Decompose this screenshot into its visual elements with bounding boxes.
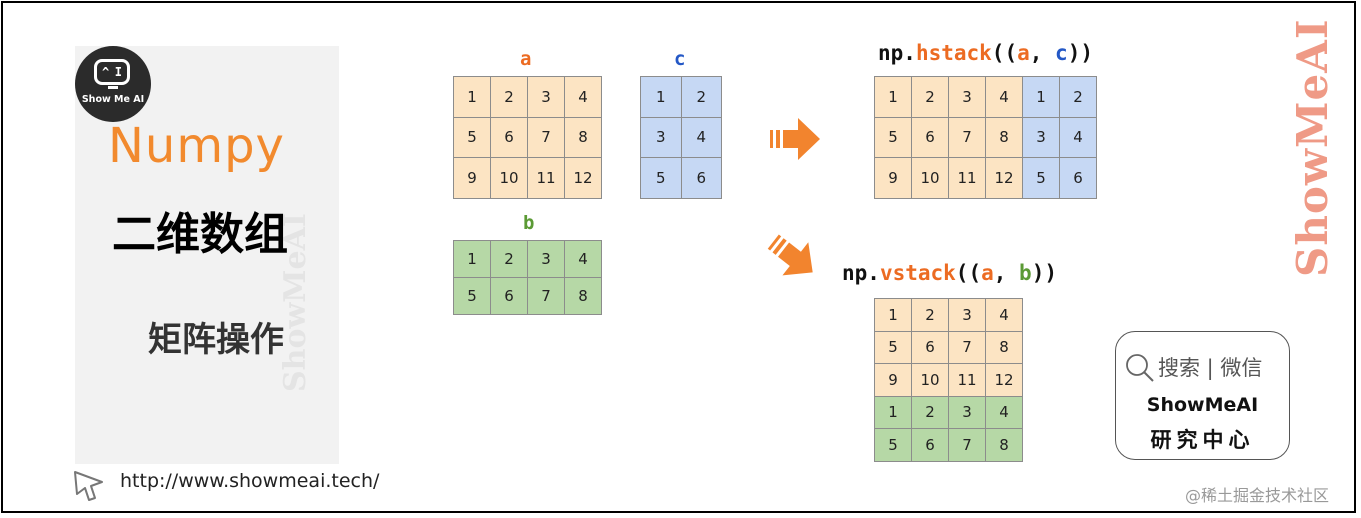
wechat-search-card[interactable]: 搜索 | 微信 ShowMeAI 研究中心 xyxy=(1115,331,1290,460)
right-arrow-icon xyxy=(770,118,820,160)
research-center-label: 研究中心 xyxy=(1150,428,1255,452)
matrix-cell: 2 xyxy=(491,77,528,118)
matrix-cell: 6 xyxy=(912,331,949,364)
matrix-cell: 2 xyxy=(681,77,722,118)
matrix-cell: 12 xyxy=(986,158,1023,199)
matrix-cell: 5 xyxy=(875,117,912,158)
matrix-cell: 11 xyxy=(949,364,986,397)
matrix-cell: 12 xyxy=(565,158,602,199)
matrix-cell: 9 xyxy=(875,364,912,397)
matrix-cell: 1 xyxy=(875,299,912,332)
account-name: ShowMeAI xyxy=(1146,394,1259,416)
search-icon xyxy=(1126,354,1154,382)
matrix-cell: 10 xyxy=(491,158,528,199)
matrix-cell: 6 xyxy=(681,158,722,199)
matrix-cell: 5 xyxy=(641,158,682,199)
hstack-code: np.hstack((a, c)) xyxy=(878,41,1093,65)
matrix-cell: 4 xyxy=(681,117,722,158)
matrix-cell: 3 xyxy=(528,241,565,278)
matrix-cell: 1 xyxy=(1023,77,1060,118)
showmeai-watermark: ShowMeAI xyxy=(1288,18,1337,277)
matrix-cell: 5 xyxy=(454,278,491,315)
matrix-cell: 8 xyxy=(565,278,602,315)
logo-text: Show Me AI xyxy=(81,94,145,105)
matrix-cell: 6 xyxy=(912,117,949,158)
matrix-cell: 7 xyxy=(949,331,986,364)
matrix-cell: 1 xyxy=(454,77,491,118)
matrix-cell: 2 xyxy=(1060,77,1097,118)
matrix-cell: 3 xyxy=(949,299,986,332)
matrix-cell: 3 xyxy=(1023,117,1060,158)
matrix-cell: 12 xyxy=(986,364,1023,397)
url-text[interactable]: http://www.showmeai.tech/ xyxy=(120,470,380,492)
page-title: Numpy xyxy=(108,118,285,174)
matrix-cell: 5 xyxy=(875,429,912,462)
matrix-cell: 5 xyxy=(875,331,912,364)
matrix-cell: 10 xyxy=(912,364,949,397)
search-wechat-label: 搜索 | 微信 xyxy=(1158,356,1263,380)
matrix-cell: 4 xyxy=(986,396,1023,429)
matrix-cell: 7 xyxy=(528,117,565,158)
showmeai-logo: ^ I Show Me AI xyxy=(75,46,151,122)
matrix-cell: 2 xyxy=(491,241,528,278)
matrix-cell: 7 xyxy=(949,429,986,462)
matrix-cell: 5 xyxy=(454,117,491,158)
matrix-cell: 4 xyxy=(986,77,1023,118)
matrix-cell: 7 xyxy=(528,278,565,315)
matrix-cell: 3 xyxy=(949,396,986,429)
matrix-cell: 6 xyxy=(912,429,949,462)
matrix-cell: 8 xyxy=(565,117,602,158)
matrix-cell: 1 xyxy=(641,77,682,118)
matrix-cell: 7 xyxy=(949,117,986,158)
matrix-b-label: b xyxy=(523,212,535,234)
matrix-cell: 10 xyxy=(912,158,949,199)
matrix-c-label: c xyxy=(674,48,686,70)
matrix-cell: 5 xyxy=(1023,158,1060,199)
down-right-arrow-icon xyxy=(767,234,813,276)
matrix-cell: 3 xyxy=(528,77,565,118)
subtitle: 二维数组 xyxy=(112,209,288,260)
topic-label: 矩阵操作 xyxy=(148,320,284,360)
matrix-cell: 4 xyxy=(565,241,602,278)
matrix-cell: 4 xyxy=(986,299,1023,332)
matrix-cell: 1 xyxy=(454,241,491,278)
matrix-cell: 2 xyxy=(912,396,949,429)
matrix-cell: 8 xyxy=(986,429,1023,462)
matrix-cell: 3 xyxy=(641,117,682,158)
matrix-cell: 11 xyxy=(528,158,565,199)
vstack-code: np.vstack((a, b)) xyxy=(842,261,1057,285)
matrix-cell: 4 xyxy=(565,77,602,118)
matrix-cell: 6 xyxy=(491,278,528,315)
matrix-cell: 8 xyxy=(986,117,1023,158)
matrix-cell: 9 xyxy=(454,158,491,199)
matrix-cell: 8 xyxy=(986,331,1023,364)
matrix-cell: 2 xyxy=(912,299,949,332)
credit-text: @稀土掘金技术社区 xyxy=(1185,486,1330,505)
matrix-cell: 1 xyxy=(875,396,912,429)
cursor-icon xyxy=(74,471,103,501)
matrix-cell: 9 xyxy=(875,158,912,199)
matrix-cell: 11 xyxy=(949,158,986,199)
matrix-cell: 1 xyxy=(875,77,912,118)
matrix-cell: 4 xyxy=(1060,117,1097,158)
matrix-a-label: a xyxy=(520,48,532,70)
matrix-cell: 2 xyxy=(912,77,949,118)
matrix-cell: 6 xyxy=(491,117,528,158)
robot-face-icon: ^ I xyxy=(94,59,130,85)
matrix-cell: 3 xyxy=(949,77,986,118)
matrix-cell: 6 xyxy=(1060,158,1097,199)
